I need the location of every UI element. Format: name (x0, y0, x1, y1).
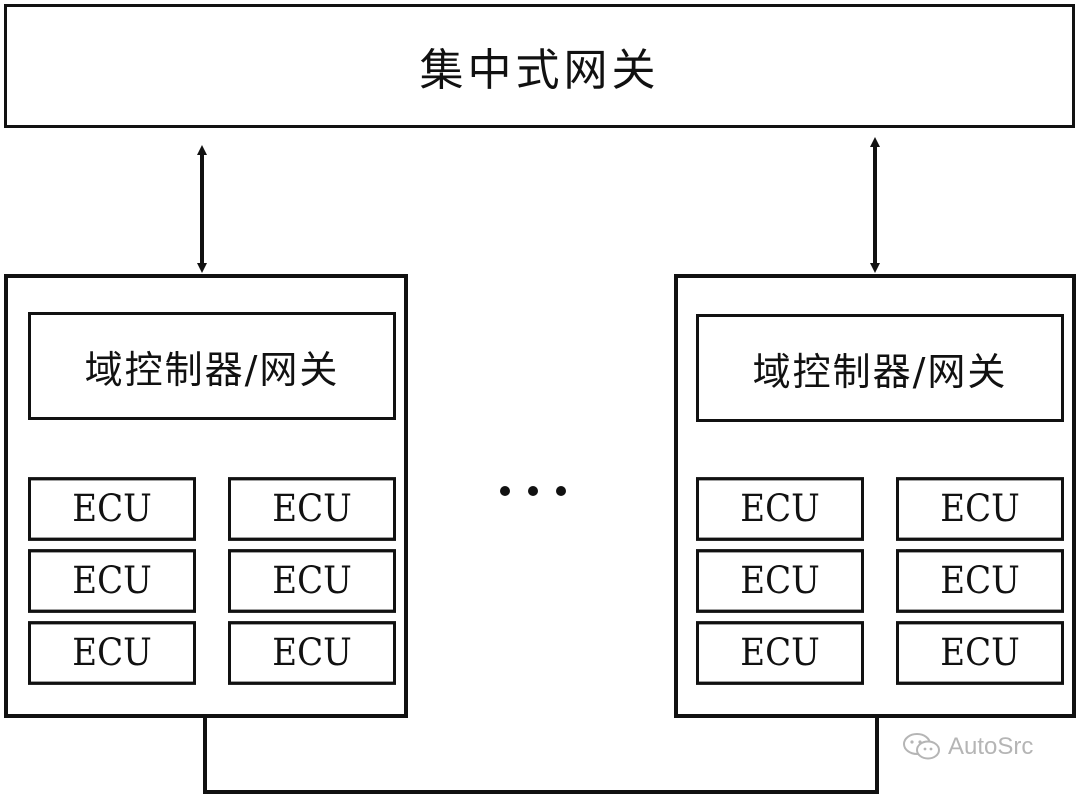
ecu-box: ECU (696, 477, 864, 541)
domain-box-right: 域控制器/网关 ECU ECU ECU ECU ECU ECU (674, 274, 1076, 718)
central-gateway-label: 集中式网关 (419, 45, 660, 96)
ecu-box: ECU (896, 549, 1064, 613)
ecu-box: ECU (896, 477, 1064, 541)
ecu-box: ECU (28, 477, 196, 541)
domain-box-left: 域控制器/网关 ECU ECU ECU ECU ECU ECU (4, 274, 408, 718)
ellipsis-dot (528, 486, 538, 496)
ecu-box: ECU (28, 621, 196, 685)
ecu-box: ECU (896, 621, 1064, 685)
ecu-box: ECU (696, 549, 864, 613)
ecu-box: ECU (228, 477, 396, 541)
ecu-grid: ECU ECU ECU ECU ECU ECU (696, 477, 1064, 685)
watermark: AutoSrc (902, 732, 1033, 762)
domain-controller-label: 域控制器/网关 (84, 347, 340, 392)
central-gateway-box: 集中式网关 (4, 4, 1075, 128)
watermark-text: AutoSrc (948, 733, 1034, 760)
domain-controller-label: 域控制器/网关 (752, 349, 1008, 394)
ecu-box: ECU (28, 549, 196, 613)
ellipsis (500, 486, 566, 496)
ecu-grid: ECU ECU ECU ECU ECU ECU (28, 477, 396, 685)
ecu-box: ECU (228, 621, 396, 685)
domain-controller-box: 域控制器/网关 (28, 312, 396, 420)
ellipsis-dot (500, 486, 510, 496)
ellipsis-dot (556, 486, 566, 496)
wechat-icon (903, 733, 940, 760)
ecu-box: ECU (228, 549, 396, 613)
domain-interconnect-line (203, 718, 879, 794)
ecu-box: ECU (696, 621, 864, 685)
domain-controller-box: 域控制器/网关 (696, 314, 1064, 422)
